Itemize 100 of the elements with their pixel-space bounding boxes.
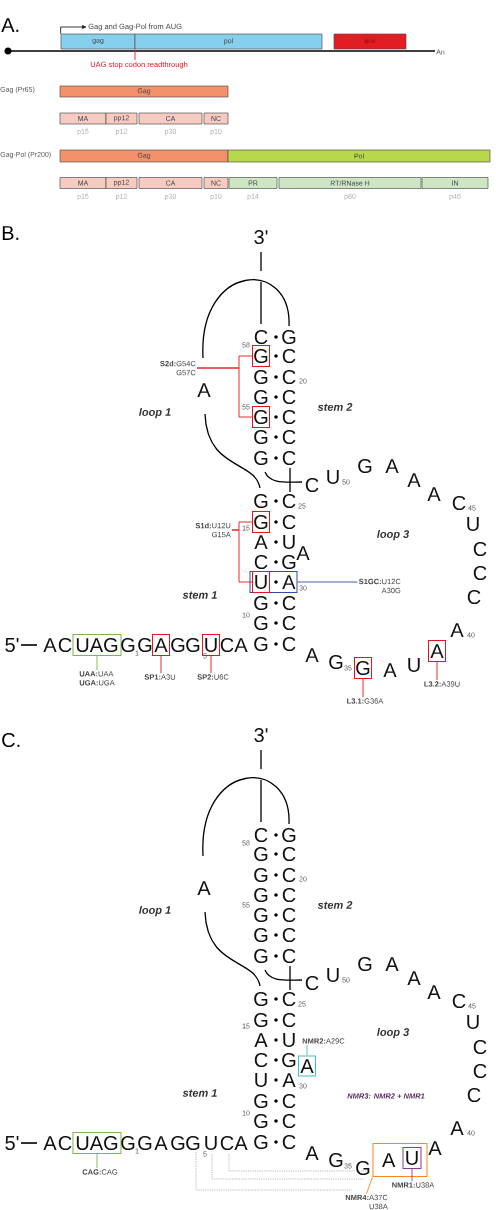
- nucleotide-letter: G: [254, 1113, 268, 1129]
- nucleotide-letter: G: [254, 1012, 268, 1028]
- nucleotide-letter: C: [282, 1134, 296, 1150]
- nucleotide-letter: G: [254, 450, 268, 466]
- nucleotide-letter: A: [197, 881, 211, 895]
- nucleotide-letter: C: [282, 595, 296, 611]
- nucleotide-letter: G: [282, 1052, 296, 1068]
- nucleotide-letter: A: [305, 1146, 319, 1160]
- boxed-nucleotide: G: [354, 657, 372, 679]
- nucleotide-letter: G: [254, 867, 268, 883]
- boxed-nucleotide: A: [298, 1055, 316, 1077]
- region-label: loop 3: [377, 1027, 410, 1039]
- nucleotide-letter: G: [171, 637, 185, 653]
- nucleotide-letter: C: [473, 1063, 487, 1079]
- nucleotide-letter: C: [282, 369, 296, 385]
- boxed-nucleotide: G: [252, 406, 270, 428]
- nucleotide-letter: A: [296, 546, 310, 560]
- nucleotide-letter: G: [254, 615, 268, 631]
- boxed-nucleotide: U: [252, 571, 270, 593]
- nucleotide-letter: A: [234, 638, 248, 652]
- nucleotide-letter: G: [171, 1135, 185, 1151]
- nucleotide-letter: G: [254, 991, 268, 1007]
- nucleotide-letter: A: [197, 383, 211, 397]
- nucleotide-letter: U: [327, 968, 339, 982]
- nucleotide-letter: C: [282, 348, 296, 364]
- nucleotide-letter: C: [305, 477, 319, 493]
- nucleotide-letter: A: [428, 1141, 442, 1155]
- nucleotide-letter: C: [282, 948, 296, 964]
- nucleotide-letter: G: [254, 907, 268, 923]
- nucleotide-letter: G: [254, 1093, 268, 1109]
- nucleotide-letter: C: [305, 975, 319, 991]
- nucleotide-letter: C: [282, 615, 296, 631]
- nucleotide-letter: A: [450, 1121, 464, 1135]
- nucleotide-letter: U: [283, 535, 295, 549]
- leader-line: [366, 1176, 373, 1195]
- nucleotide-letter: A: [305, 648, 319, 662]
- nucleotide-letter: G: [254, 595, 268, 611]
- nucleotide-letter: U: [283, 1033, 295, 1047]
- panel-label: A.: [1, 18, 19, 32]
- nucleotide-letter: U: [467, 1015, 479, 1029]
- nucleotide-letter: C: [282, 887, 296, 903]
- leader-line: [411, 1168, 413, 1182]
- nucleotide-letter: C: [473, 1039, 487, 1055]
- nucleotide-letter: A: [154, 1136, 168, 1150]
- nucleotide-letter: G: [121, 637, 135, 653]
- nucleotide-letter: U: [408, 658, 420, 672]
- leader-line: [160, 655, 162, 674]
- nucleotide-letter: A: [427, 985, 441, 999]
- nucleotide-letter: C: [254, 1052, 268, 1068]
- nucleotide-letter: C: [282, 389, 296, 405]
- leader-line: [196, 367, 253, 418]
- nucleotide-letter: G: [282, 827, 296, 843]
- region-label: loop 3: [377, 529, 410, 541]
- leader-line: [96, 1153, 98, 1169]
- strand-end-label: 3': [254, 727, 268, 743]
- nucleotide-letter: C: [220, 1135, 234, 1151]
- nucleotide-letter: G: [121, 1135, 135, 1151]
- nucleotide-letter: C: [473, 541, 487, 557]
- nucleotide-letter: A: [407, 971, 421, 985]
- nucleotide-letter: G: [254, 948, 268, 964]
- boxed-nucleotide: A: [428, 640, 446, 662]
- nucleotide-letter: C: [282, 867, 296, 883]
- nucleotide-letter: U: [467, 517, 479, 531]
- nucleotide-letter: C: [220, 637, 234, 653]
- nucleotide-letter: G: [282, 554, 296, 570]
- nucleotide-letter: A: [234, 1136, 248, 1150]
- nucleotide-letter: C: [282, 429, 296, 445]
- boxed-nucleotide: UAG: [72, 1132, 122, 1154]
- leader-line: [297, 581, 358, 583]
- strand-end-label: 5': [5, 638, 19, 652]
- nucleotide-letter: U: [255, 1073, 267, 1087]
- nucleotide-letter: C: [282, 409, 296, 425]
- nucleotide-letter: G: [254, 636, 268, 652]
- nucleotide-letter: G: [254, 887, 268, 903]
- region-label: stem 1: [182, 591, 217, 599]
- panel-label: C.: [2, 732, 20, 748]
- nucleotide-letter: C: [282, 514, 296, 530]
- nucleotide-letter: C: [282, 636, 296, 652]
- leader-line: [306, 1044, 308, 1056]
- nucleotide-letter: G: [358, 956, 372, 972]
- nucleotide-letter: C: [467, 1087, 481, 1103]
- panel-label: B.: [2, 226, 19, 240]
- region-label: stem 2: [317, 403, 353, 411]
- nucleotide-letter: A: [407, 473, 421, 487]
- strand-end-label: 5': [5, 1136, 19, 1150]
- nucleotide-letter: G: [138, 637, 152, 653]
- leader-line: [96, 655, 98, 671]
- nucleotide-letter: G: [254, 927, 268, 943]
- nucleotide-letter: C: [282, 991, 296, 1007]
- nucleotide-letter: C: [282, 1113, 296, 1129]
- nucleotide-letter: A: [254, 1033, 268, 1047]
- nucleotide-letter: A: [450, 623, 464, 637]
- nucleotide-letter: C: [254, 827, 268, 843]
- nucleotide-letter: G: [254, 846, 268, 862]
- boxed-nucleotide: G: [252, 511, 270, 533]
- nucleotide-letter: C: [452, 993, 466, 1009]
- boxed-nucleotide: A: [152, 634, 170, 656]
- nucleotide-letter: G: [254, 493, 268, 509]
- nucleotide-letter: C: [254, 329, 268, 345]
- nucleotide-letter: G: [254, 369, 268, 385]
